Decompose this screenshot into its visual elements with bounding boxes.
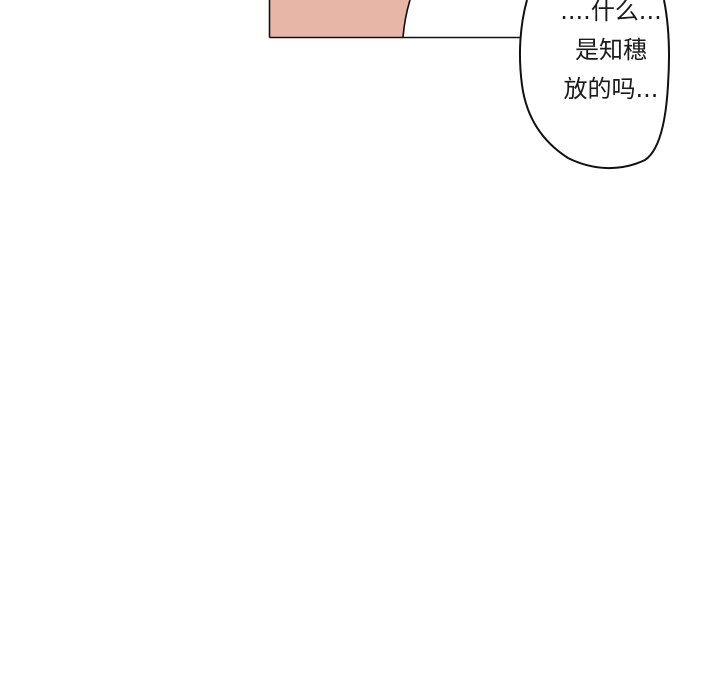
speech-bubble-text: ....什么... 是知穗 放的吗... xyxy=(528,0,694,109)
skin-outline xyxy=(402,0,411,38)
skin-shape xyxy=(270,0,410,37)
speech-bubble-outline xyxy=(518,0,670,169)
speech-line-1: ....什么... xyxy=(560,0,662,25)
speech-line-3: 放的吗... xyxy=(563,75,659,103)
speech-bubble-shape xyxy=(519,0,669,169)
upper-panel-fragment xyxy=(268,0,530,39)
speech-line-2: 是知穗 xyxy=(575,36,647,64)
